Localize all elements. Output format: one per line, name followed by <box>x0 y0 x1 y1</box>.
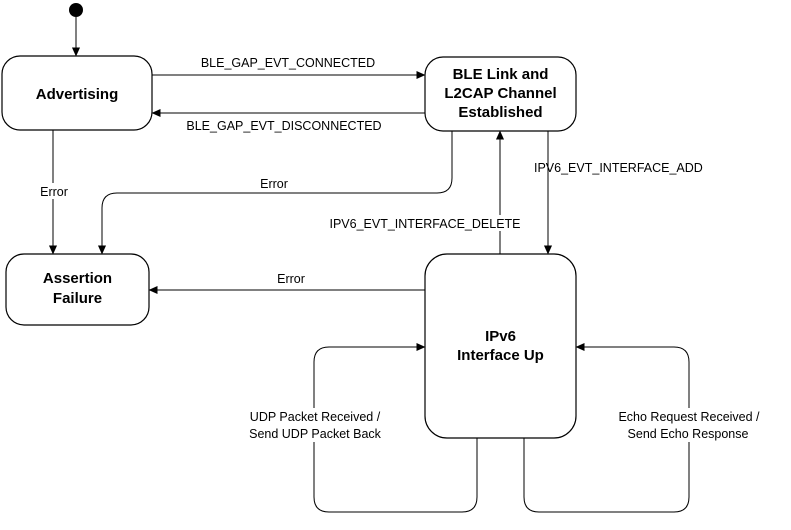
state-ipv6-interface-up: IPv6 Interface Up <box>424 253 577 439</box>
state-assertion-label-line-2: Failure <box>53 290 102 307</box>
transition-disconnected-label: BLE_GAP_EVT_DISCONNECTED <box>186 119 381 133</box>
transition-echo-self-loop <box>523 342 690 513</box>
state-ble-link-established: BLE Link and L2CAP Channel Established <box>424 56 577 132</box>
initial-state <box>69 3 83 17</box>
state-assertion-failure: Assertion Failure <box>5 253 150 326</box>
transition-interface-delete-label: IPV6_EVT_INTERFACE_DELETE <box>329 217 520 231</box>
transition-connected-label: BLE_GAP_EVT_CONNECTED <box>201 56 375 70</box>
label-background <box>322 215 528 231</box>
transition-udp-self-loop <box>313 342 478 513</box>
transition-error-ipv6-label: Error <box>277 272 305 286</box>
transition-udp-label-line-1: UDP Packet Received / <box>250 410 381 424</box>
transition-error-advertising-label: Error <box>40 185 68 199</box>
transition-error-ble-link <box>97 131 453 255</box>
label-background <box>240 408 392 442</box>
state-assertion-label-line-1: Assertion <box>43 270 112 287</box>
state-ble-link-label-line-1: BLE Link and <box>453 66 549 83</box>
transition-interface-add-label: IPV6_EVT_INTERFACE_ADD <box>534 161 703 175</box>
state-ble-link-label-line-3: Established <box>458 104 542 121</box>
state-ipv6-label-line-1: IPv6 <box>485 328 516 345</box>
state-advertising: Advertising <box>1 55 153 131</box>
label-background <box>610 408 768 442</box>
state-ipv6-label-line-2: Interface Up <box>457 347 544 364</box>
label-background <box>36 183 72 199</box>
state-advertising-label: Advertising <box>36 86 119 103</box>
state-ble-link-label-line-2: L2CAP Channel <box>444 85 556 102</box>
transition-udp-label-line-2: Send UDP Packet Back <box>249 427 382 441</box>
transition-error-ble-link-label: Error <box>260 177 288 191</box>
transition-echo-label-line-1: Echo Request Received / <box>618 410 760 424</box>
transition-echo-label-line-2: Send Echo Response <box>628 427 749 441</box>
